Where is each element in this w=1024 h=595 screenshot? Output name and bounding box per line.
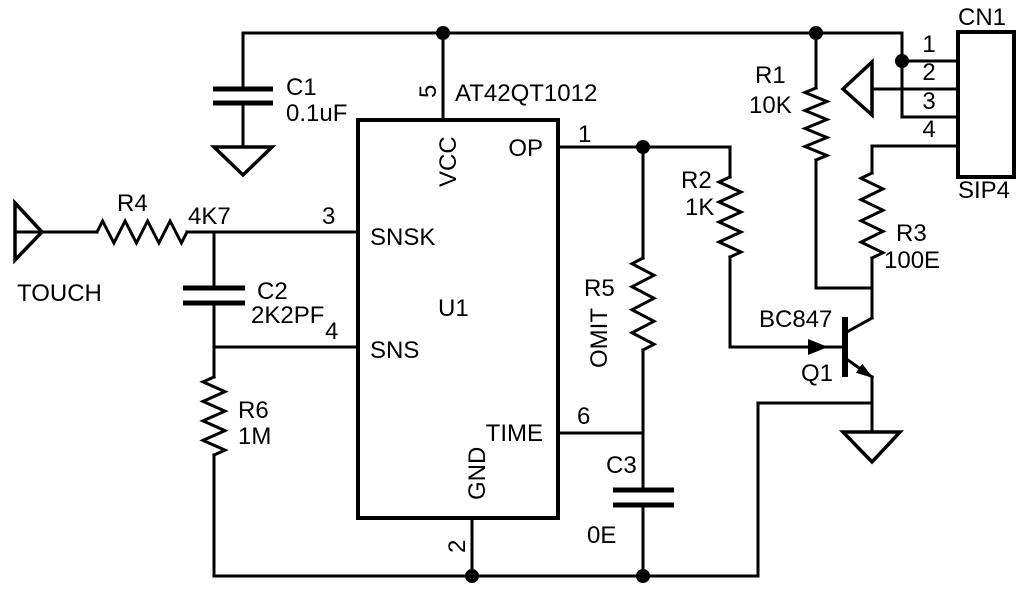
resistor-r2: R2 1K bbox=[681, 145, 745, 349]
ic-refdes: U1 bbox=[438, 295, 469, 322]
cn1-body bbox=[956, 30, 1016, 179]
r5-ref: R5 bbox=[584, 275, 615, 302]
capacitor-c3: C3 0E bbox=[587, 452, 674, 578]
cn1-pin4-number: 4 bbox=[922, 116, 935, 143]
resistor-r3: R3 100E bbox=[857, 144, 960, 290]
port-arrow-icon bbox=[840, 57, 874, 119]
cn1-ref: CN1 bbox=[958, 4, 1006, 31]
ground-symbol bbox=[838, 430, 905, 465]
r6-ref: R6 bbox=[238, 397, 269, 424]
collector bbox=[842, 315, 875, 336]
resistor-r4: R4 4K7 bbox=[13, 190, 360, 247]
pin-gnd-label: GND bbox=[464, 447, 491, 500]
pin2-number: 2 bbox=[444, 540, 471, 553]
ground-symbol bbox=[209, 145, 277, 178]
resistor-r1: R1 10K bbox=[749, 31, 874, 290]
base-arrow-icon bbox=[808, 339, 828, 355]
capacitor-c2: C2 2K2PF bbox=[183, 230, 324, 349]
cn1-pin3-number: 3 bbox=[922, 88, 935, 115]
r4-ref: R4 bbox=[117, 190, 148, 217]
emitter-arrow-icon bbox=[855, 363, 873, 378]
c3-ref: C3 bbox=[606, 452, 637, 479]
ground-rail bbox=[212, 569, 760, 583]
port-touch: TOUCH bbox=[13, 198, 102, 307]
pin-sns-label: SNS bbox=[370, 337, 419, 364]
pin4-number: 4 bbox=[325, 318, 338, 345]
transistor-q1: BC847 Q1 bbox=[728, 286, 875, 434]
pin-op-label: OP bbox=[508, 135, 543, 162]
cn1-pin2-number: 2 bbox=[922, 59, 935, 86]
cn1-pin1-number: 1 bbox=[922, 31, 935, 58]
pin-snsk-label: SNSK bbox=[370, 224, 435, 251]
r4-value: 4K7 bbox=[188, 203, 231, 230]
r1-value: 10K bbox=[749, 92, 792, 119]
pin3-number: 3 bbox=[322, 203, 335, 230]
pin-vcc-label: VCC bbox=[435, 136, 462, 187]
pin1-number: 1 bbox=[578, 121, 591, 148]
resistor-r5: R5 OMIT bbox=[584, 145, 658, 492]
connector-cn1: CN1 SIP4 1 2 3 4 bbox=[840, 4, 1016, 204]
r5-value: OMIT bbox=[586, 308, 613, 368]
r2-value: 1K bbox=[685, 194, 714, 221]
pin5-number: 5 bbox=[415, 85, 442, 98]
ic-u1: AT42QT1012 U1 5 VCC 3 SNSK 4 SNS 2 GND 1… bbox=[322, 31, 597, 578]
pin-time-label: TIME bbox=[486, 420, 543, 447]
r6-value: 1M bbox=[238, 423, 271, 450]
touch-label: TOUCH bbox=[17, 280, 102, 307]
c2-ref: C2 bbox=[257, 278, 288, 305]
r1-ref: R1 bbox=[755, 62, 786, 89]
cn1-type: SIP4 bbox=[958, 177, 1010, 204]
emitter-return-wire bbox=[756, 401, 874, 578]
capacitor-c1: C1 0.1uF bbox=[213, 31, 347, 149]
r3-value: 100E bbox=[884, 247, 940, 274]
pin6-number: 6 bbox=[577, 403, 590, 430]
resistor-r6: R6 1M bbox=[199, 345, 271, 578]
q1-ref: Q1 bbox=[801, 360, 833, 387]
ic-body bbox=[356, 118, 560, 520]
r2-ref: R2 bbox=[681, 167, 712, 194]
c2-value: 2K2PF bbox=[251, 302, 324, 329]
q1-value: BC847 bbox=[759, 306, 832, 333]
ic-title: AT42QT1012 bbox=[455, 80, 597, 107]
r3-ref: R3 bbox=[896, 220, 927, 247]
c1-value: 0.1uF bbox=[286, 100, 347, 127]
c1-ref: C1 bbox=[286, 74, 317, 101]
c3-value: 0E bbox=[587, 522, 616, 549]
